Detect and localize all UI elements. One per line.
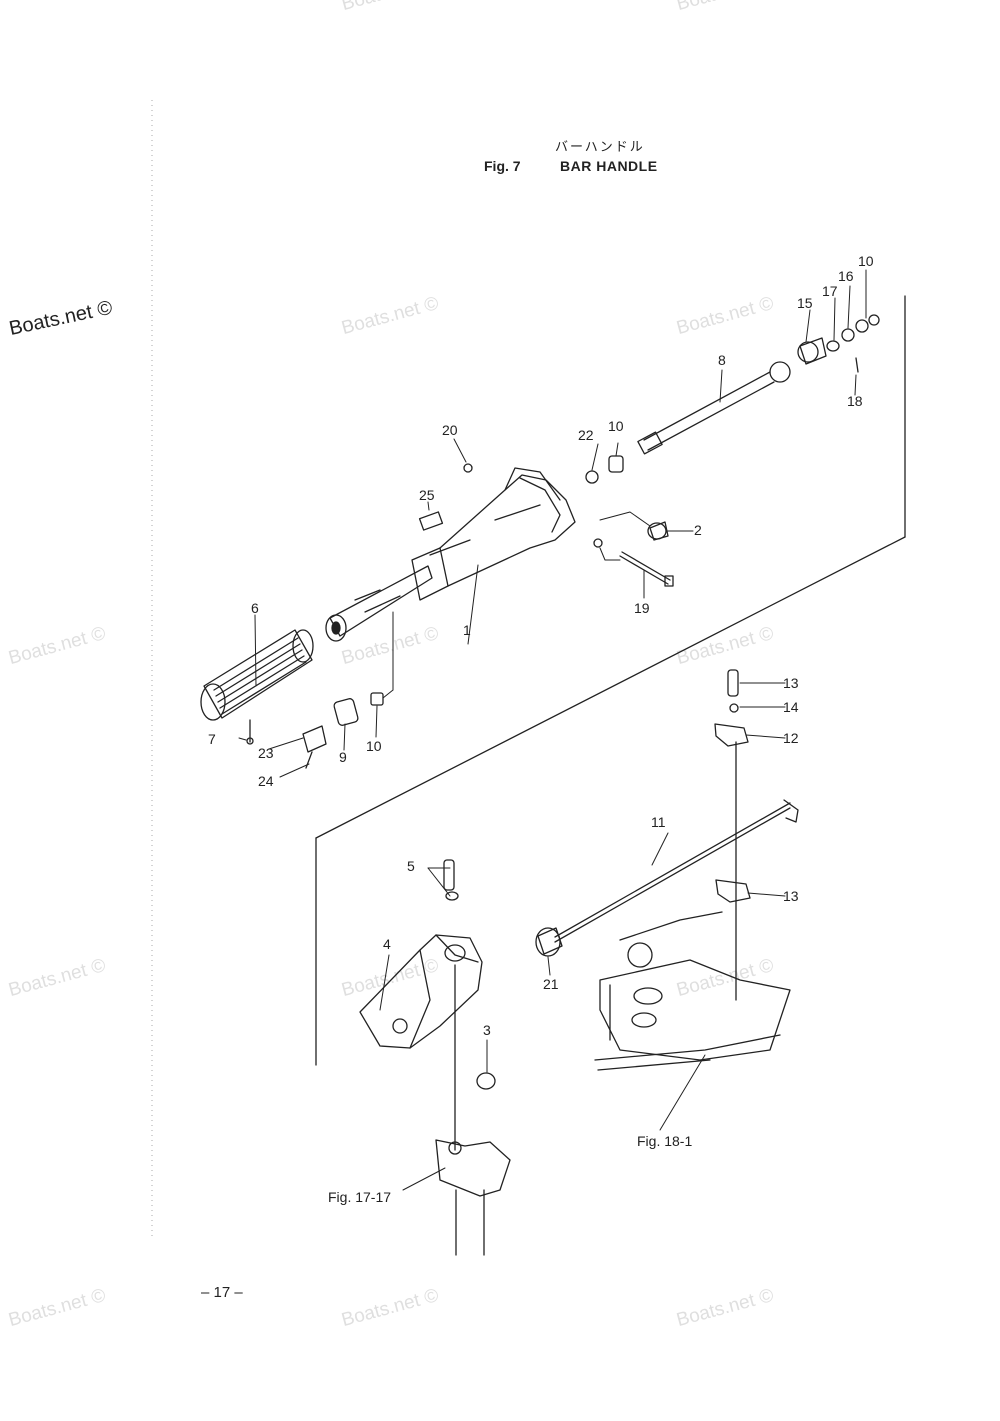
callout-3: 3 [483, 1022, 491, 1038]
callout-5: 5 [407, 858, 415, 874]
callout-4: 4 [383, 936, 391, 952]
throttle-shaft [637, 314, 880, 455]
assembly-frame [315, 295, 906, 1066]
callout-23: 23 [258, 745, 274, 761]
callout-8: 8 [718, 352, 726, 368]
callout-19: 19 [634, 600, 650, 616]
callout-10: 10 [858, 253, 874, 269]
callout-10: 10 [366, 738, 382, 754]
figure-title: BAR HANDLE [560, 158, 658, 174]
throttle-grip [200, 629, 314, 721]
callout-7: 7 [208, 731, 216, 747]
callout-12: 12 [783, 730, 799, 746]
callout-2: 2 [694, 522, 702, 538]
callout-10: 10 [608, 418, 624, 434]
callout-20: 20 [442, 422, 458, 438]
callout-24: 24 [258, 773, 274, 789]
figure-number: Fig. 7 [484, 158, 521, 174]
leader-lines [238, 269, 867, 1191]
callout-11: 11 [651, 814, 666, 830]
handle-bar-body [325, 467, 576, 642]
callout-25: 25 [419, 487, 435, 503]
carrier-bracket [594, 911, 791, 1071]
fig-ref-17-17: Fig. 17-17 [328, 1189, 392, 1205]
callout-18: 18 [847, 393, 863, 409]
title-japanese: バーハンドル [555, 140, 645, 155]
page-number: – 17 – [201, 1284, 243, 1301]
callout-22: 22 [578, 427, 594, 443]
callout-13: 13 [783, 888, 799, 904]
callout-13: 13 [783, 675, 799, 691]
lower-assembly [443, 669, 799, 1001]
fig-ref-18-1: Fig. 18-1 [637, 1133, 693, 1149]
callout-15: 15 [797, 295, 813, 311]
callout-21: 21 [543, 976, 559, 992]
callout-9: 9 [339, 749, 347, 765]
callout-6: 6 [251, 600, 259, 616]
steering-shaft [435, 1139, 511, 1256]
callout-14: 14 [783, 699, 799, 715]
small-parts [246, 455, 674, 769]
callout-1: 1 [463, 622, 471, 638]
handle-bracket [359, 934, 496, 1151]
callout-17: 17 [822, 283, 838, 299]
callout-16: 16 [838, 268, 854, 284]
